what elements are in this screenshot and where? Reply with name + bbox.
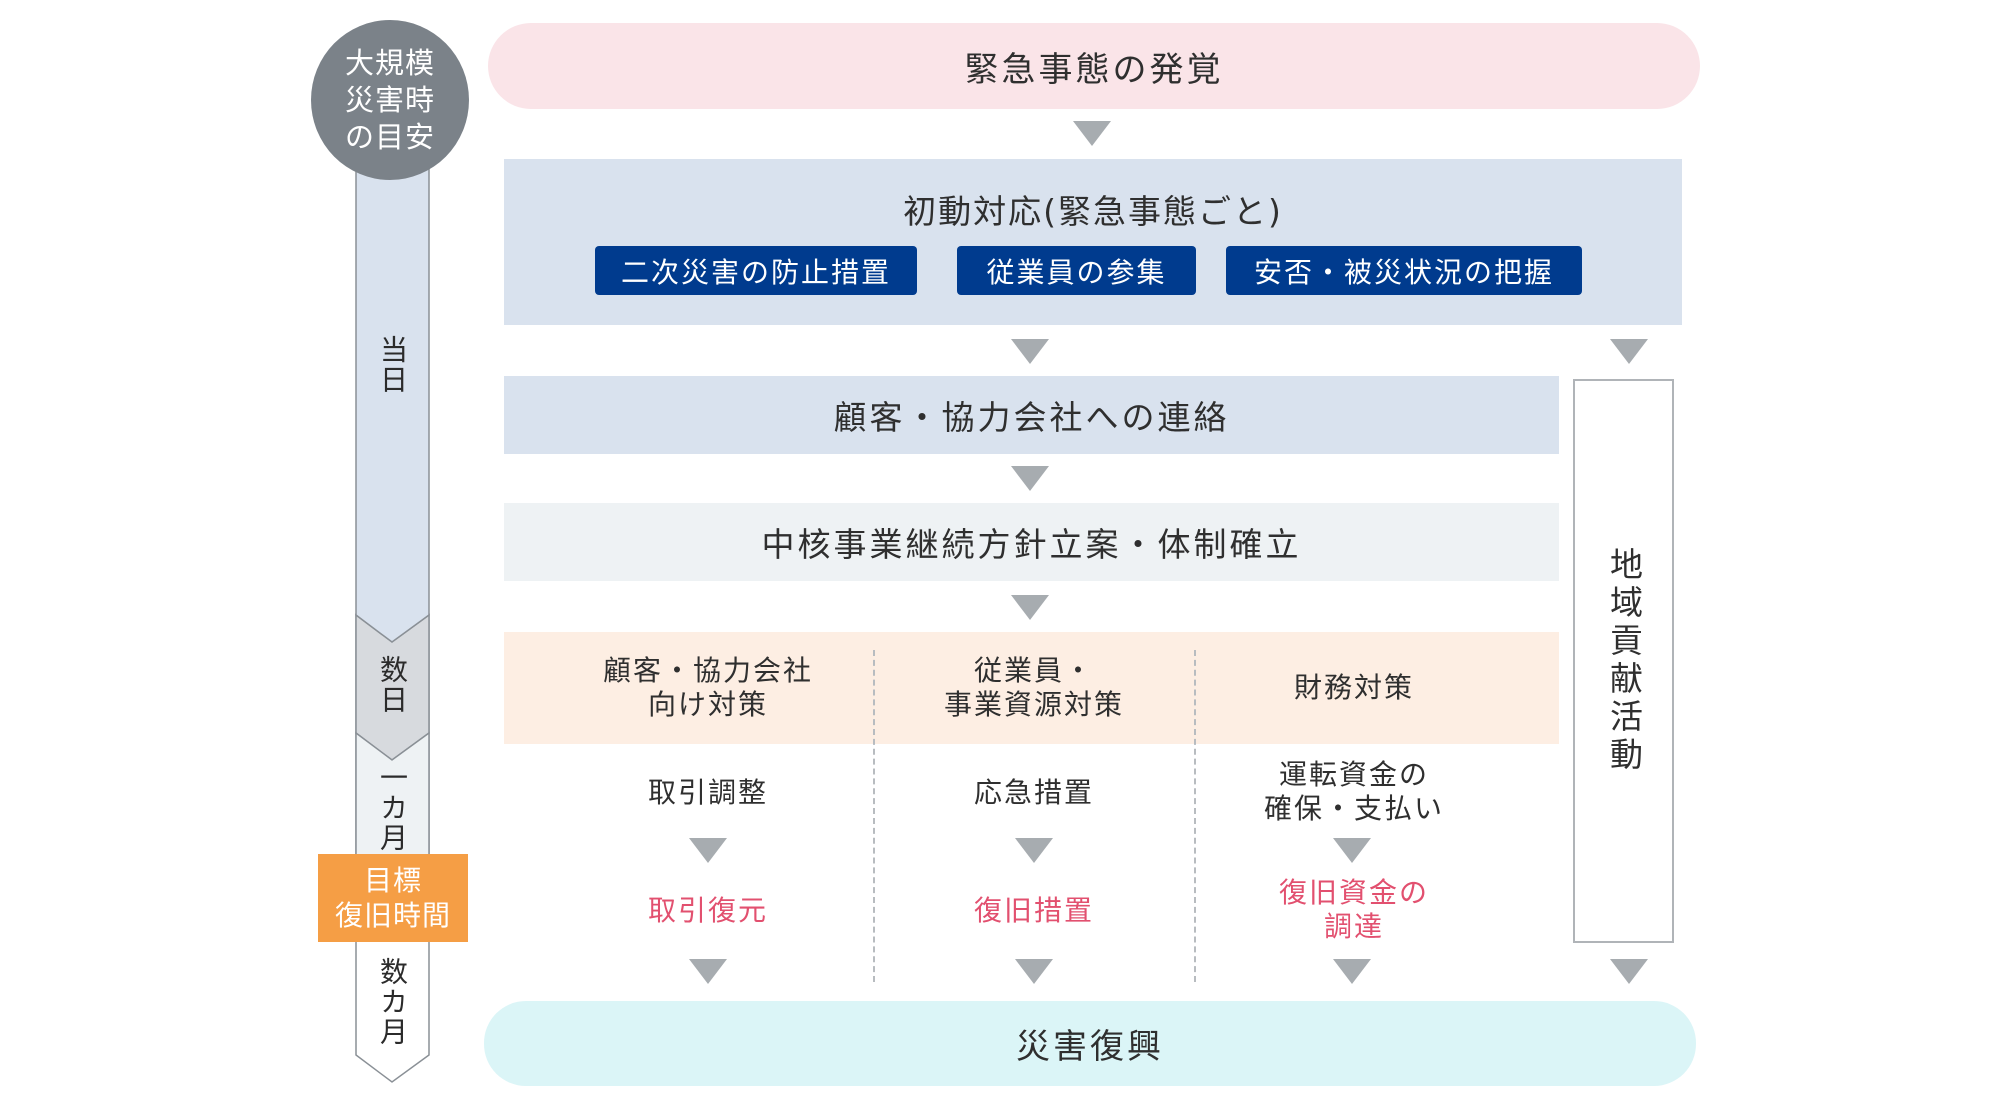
timeline-segment-label: 当日: [376, 335, 409, 395]
policy-label: 中核事業継続方針立案・体制確立: [761, 525, 1302, 564]
arrow-down-icon: [1011, 595, 1049, 620]
measure-step-working-capital: 運転資金の 確保・支払い: [1196, 756, 1512, 828]
measure-step-label: 取引調整: [647, 776, 768, 809]
action-label: 従業員の参集: [986, 255, 1167, 289]
initial-response-block: 初動対応(緊急事態ごと): [504, 159, 1682, 325]
arrow-down-icon: [1015, 838, 1053, 863]
measure-heading-label: 財務対策: [1293, 671, 1414, 704]
disaster-recovery-pill: 災害復興: [484, 1001, 1696, 1086]
timeline-header-circle: 大規模 災害時 の目安: [311, 20, 469, 180]
timeline-segment-few-months: 数カ月: [356, 952, 429, 1052]
measures-header-block: [504, 632, 1559, 744]
contact-customers-partners-block: 顧客・協力会社への連絡: [504, 376, 1559, 454]
timeline-segment-one-month: 一カ月: [356, 760, 429, 855]
arrow-down-icon: [1610, 959, 1648, 984]
emergency-detected-label: 緊急事態の発覚: [964, 49, 1224, 90]
measure-step-emergency-measures: 応急措置: [876, 758, 1192, 828]
disaster-recovery-label: 災害復興: [1016, 1027, 1164, 1067]
action-assess-safety-damage: 安否・被災状況の把握: [1226, 246, 1582, 295]
measure-heading-customers: 顧客・協力会社 向け対策: [550, 632, 866, 744]
timeline-segment-label: 数日: [376, 655, 409, 715]
measure-step-label: 運転資金の 確保・支払い: [1263, 758, 1444, 825]
timeline-segment-label: 数カ月: [376, 957, 409, 1047]
measure-heading-label: 従業員・ 事業資源対策: [943, 654, 1124, 721]
arrow-down-icon: [1610, 339, 1648, 364]
measure-result-label: 復旧資金の 調達: [1278, 876, 1429, 943]
community-contribution-label: 地域貢献活動: [1604, 547, 1644, 775]
emergency-detected-pill: 緊急事態の発覚: [488, 23, 1700, 109]
action-assemble-employees: 従業員の参集: [957, 246, 1196, 295]
measure-result-recovery-funding: 復旧資金の 調達: [1196, 874, 1512, 946]
arrow-down-icon: [1011, 339, 1049, 364]
action-label: 二次災害の防止措置: [620, 255, 891, 289]
measure-step-trade-adjustment: 取引調整: [550, 758, 866, 828]
target-recovery-time-label: 目標 復旧時間: [334, 864, 451, 932]
column-divider: [1194, 650, 1196, 982]
community-contribution-block: 地域貢献活動: [1573, 379, 1674, 943]
measure-heading-label: 顧客・協力会社 向け対策: [602, 654, 813, 721]
arrow-down-icon: [1073, 121, 1111, 146]
contact-label: 顧客・協力会社への連絡: [833, 398, 1230, 437]
action-label: 安否・被災状況の把握: [1253, 255, 1554, 289]
column-divider: [873, 650, 875, 982]
core-business-policy-block: 中核事業継続方針立案・体制確立: [504, 503, 1559, 581]
arrow-down-icon: [1015, 959, 1053, 984]
timeline-segment-label: 一カ月: [376, 762, 409, 853]
arrow-down-icon: [689, 838, 727, 863]
arrow-down-icon: [1333, 838, 1371, 863]
timeline-segment-few-days: 数日: [356, 650, 429, 720]
arrow-down-icon: [689, 959, 727, 984]
measure-heading-employees-resources: 従業員・ 事業資源対策: [876, 632, 1192, 744]
action-prevent-secondary-disaster: 二次災害の防止措置: [595, 246, 917, 295]
timeline-header-label: 大規模 災害時 の目安: [344, 45, 435, 154]
measure-result-recovery-measures: 復旧措置: [876, 876, 1192, 946]
timeline-segment-same-day: 当日: [356, 330, 429, 400]
arrow-down-icon: [1011, 466, 1049, 491]
measure-result-label: 復旧措置: [973, 894, 1094, 927]
measure-result-trade-restoration: 取引復元: [550, 876, 866, 946]
arrow-down-icon: [1333, 959, 1371, 984]
measure-step-label: 応急措置: [973, 776, 1094, 809]
target-recovery-time-badge: 目標 復旧時間: [318, 854, 468, 942]
measure-heading-financial: 財務対策: [1196, 632, 1512, 744]
measure-result-label: 取引復元: [647, 894, 768, 927]
initial-response-title: 初動対応(緊急事態ごと): [903, 192, 1283, 231]
